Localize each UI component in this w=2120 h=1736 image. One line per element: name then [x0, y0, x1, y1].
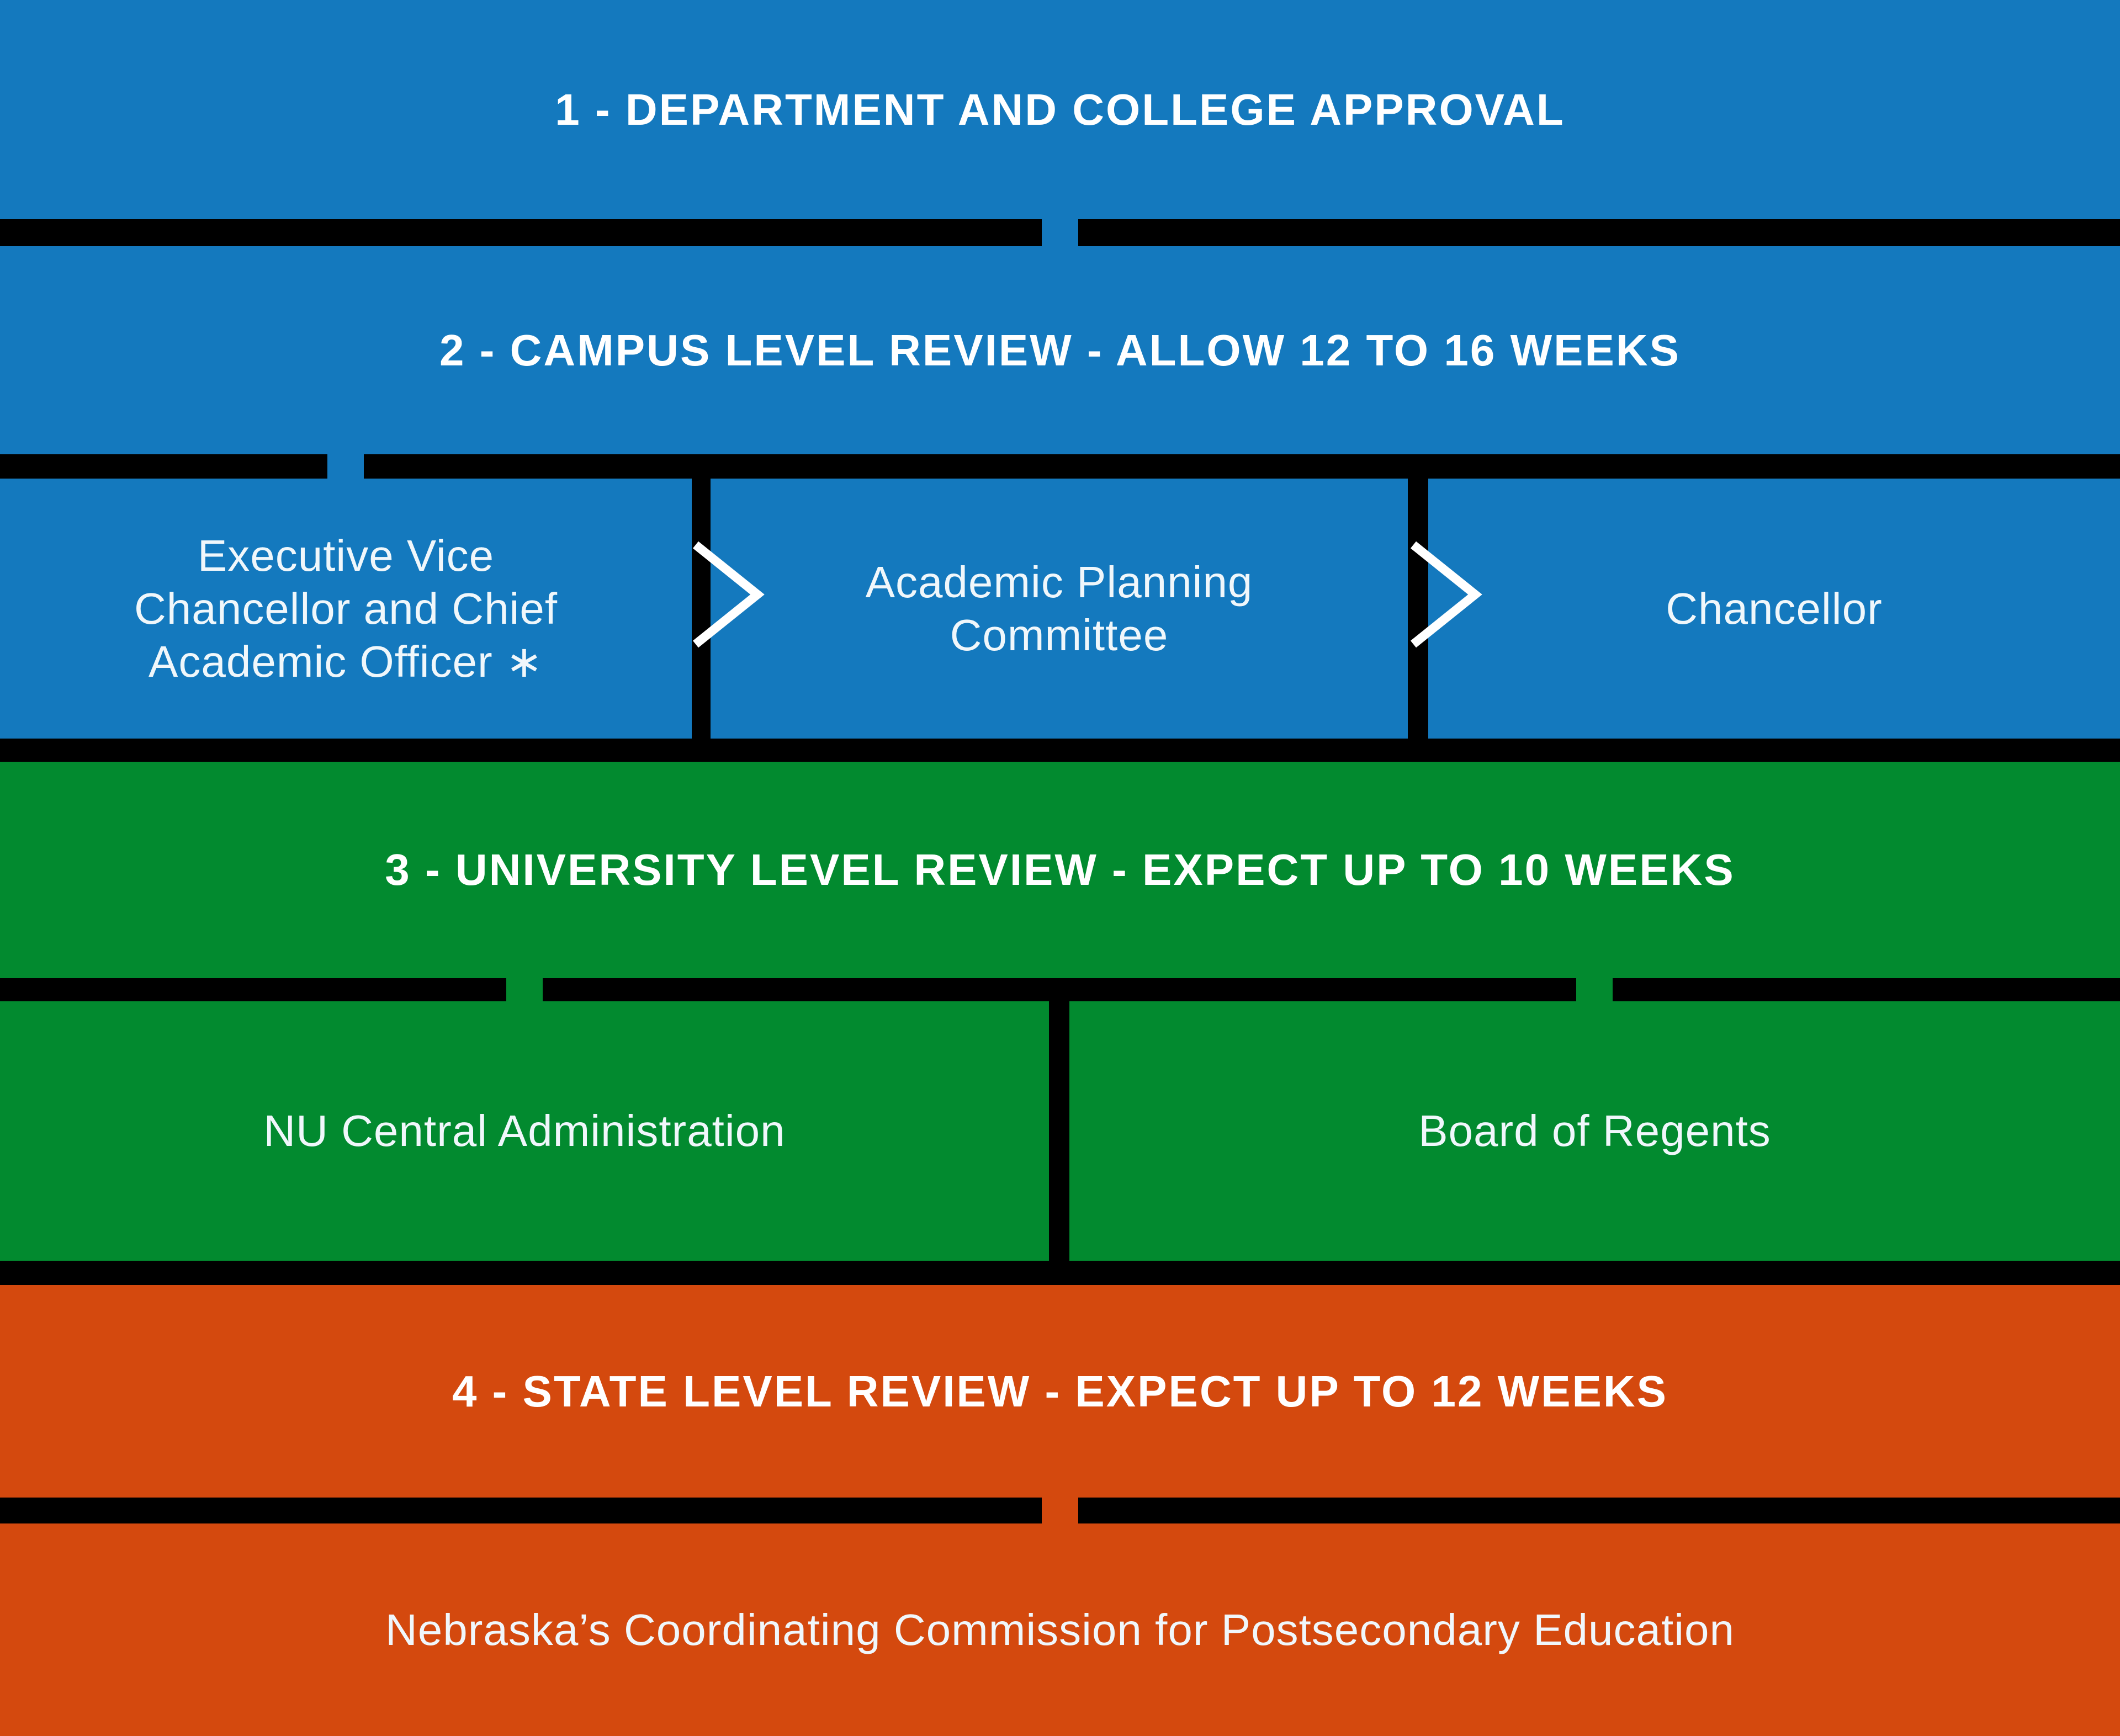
separator-band: [0, 739, 2120, 762]
box-executive-vice-chancellor: Executive Vice Chancellor and Chief Acad…: [0, 479, 692, 739]
connector-tab: [1576, 978, 1613, 1001]
connector-tab: [1042, 219, 1078, 246]
box-nu-central-administration-label: NU Central Administration: [263, 1106, 786, 1155]
connector-tab: [506, 978, 543, 1001]
stage-2-boxes-row: Executive Vice Chancellor and Chief Acad…: [0, 479, 2120, 739]
stage-4-title: 4 - STATE LEVEL REVIEW - EXPECT UP TO 12…: [452, 1366, 1668, 1416]
separator-band: [0, 978, 2120, 1001]
box-board-of-regents: Board of Regents: [1069, 1001, 2120, 1261]
box-coordinating-commission-label: Nebraska’s Coordinating Commission for P…: [385, 1605, 1735, 1654]
box-coordinating-commission: Nebraska’s Coordinating Commission for P…: [0, 1523, 2120, 1736]
box-divider: [1049, 1001, 1069, 1261]
stage-4-bar: 4 - STATE LEVEL REVIEW - EXPECT UP TO 12…: [0, 1285, 2120, 1498]
stage-3-title: 3 - UNIVERSITY LEVEL REVIEW - EXPECT UP …: [385, 845, 1735, 894]
box-chancellor: Chancellor: [1428, 479, 2120, 739]
connector-tab: [1042, 1498, 1078, 1523]
stage-2-bar: 2 - CAMPUS LEVEL REVIEW - ALLOW 12 TO 16…: [0, 246, 2120, 454]
box-executive-vice-chancellor-label: Executive Vice Chancellor and Chief Acad…: [134, 530, 558, 686]
stage-3-boxes-row: NU Central Administration Board of Regen…: [0, 1001, 2120, 1261]
separator-band: [0, 1261, 2120, 1285]
stage-1-title: 1 - DEPARTMENT AND COLLEGE APPROVAL: [555, 84, 1565, 134]
stage-1-bar: 1 - DEPARTMENT AND COLLEGE APPROVAL: [0, 0, 2120, 219]
stage-3-bar: 3 - UNIVERSITY LEVEL REVIEW - EXPECT UP …: [0, 762, 2120, 978]
chevron-right-icon: [692, 541, 765, 648]
box-divider: [1408, 479, 1428, 739]
box-nu-central-administration: NU Central Administration: [0, 1001, 1049, 1261]
box-chancellor-label: Chancellor: [1666, 583, 1883, 633]
separator-band: [0, 1498, 2120, 1523]
separator-band: [0, 454, 2120, 479]
box-academic-planning-committee-label: Academic Planning Committee: [865, 557, 1253, 660]
box-divider: [692, 479, 711, 739]
box-academic-planning-committee: Academic Planning Committee: [711, 479, 1408, 739]
chevron-right-icon: [1410, 541, 1482, 648]
stage-2-title: 2 - CAMPUS LEVEL REVIEW - ALLOW 12 TO 16…: [439, 325, 1681, 375]
separator-band: [0, 219, 2120, 246]
connector-tab: [327, 454, 364, 479]
box-board-of-regents-label: Board of Regents: [1418, 1106, 1771, 1155]
